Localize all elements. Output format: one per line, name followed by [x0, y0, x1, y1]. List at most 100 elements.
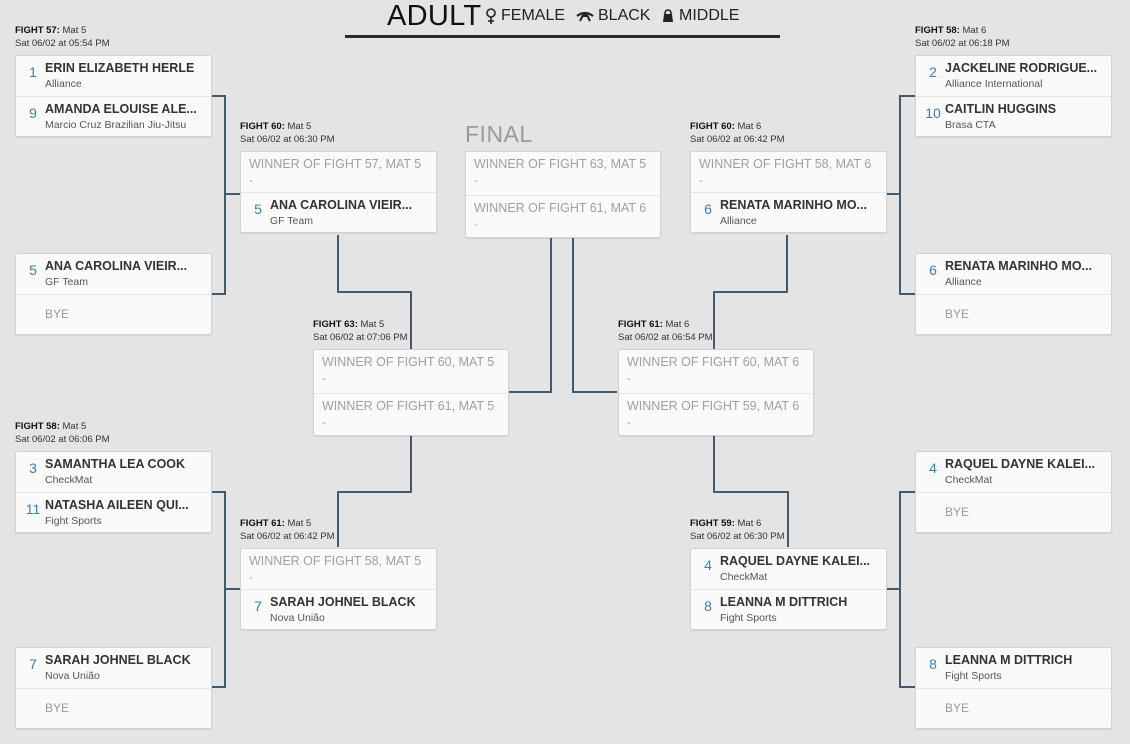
match-box-bye-raquel[interactable]: 4 RAQUEL DAYNE KALEI... CheckMat BYE	[915, 451, 1112, 533]
seed-number: 4	[929, 460, 937, 476]
competitor-slot[interactable]: 7 SARAH JOHNEL BLACK Nova União	[241, 589, 436, 629]
pending-dash: -	[322, 373, 326, 385]
competitor-name[interactable]: ANA CAROLINA VIEIR...	[45, 259, 188, 273]
team-name: GF Team	[45, 276, 88, 288]
competitor-slot[interactable]: 5 ANA CAROLINA VIEIR... GF Team	[16, 254, 211, 294]
competitor-slot[interactable]: 8 LEANNA M DITTRICH Fight Sports	[691, 589, 886, 629]
seed-number: 3	[29, 460, 37, 476]
match-box-bye-renata[interactable]: 6 RENATA MARINHO MO... Alliance BYE	[915, 253, 1112, 335]
competitor-name[interactable]: LEANNA M DITTRICH	[720, 595, 848, 609]
weight-label: MIDDLE	[679, 7, 740, 24]
fight-label-61-mat6: FIGHT 61: Mat 6 Sat 06/02 at 06:54 PM	[618, 319, 713, 343]
competitor-name[interactable]: RENATA MARINHO MO...	[945, 259, 1092, 273]
match-box-fight-58-mat6[interactable]: 2 JACKELINE RODRIGUE... Alliance Interna…	[915, 55, 1112, 137]
competitor-slot[interactable]: 9 AMANDA ELOUISE ALE... Marcio Cruz Braz…	[16, 96, 211, 136]
female-icon	[486, 7, 496, 24]
competitor-slot[interactable]: 5 ANA CAROLINA VIEIR... GF Team	[241, 192, 436, 232]
team-name: Alliance International	[945, 78, 1043, 90]
competitor-slot[interactable]: 6 RENATA MARINHO MO... Alliance	[691, 192, 886, 232]
team-name: Alliance	[45, 78, 82, 90]
bye-slot: BYE	[916, 492, 1111, 532]
competitor-name[interactable]: RAQUEL DAYNE KALEI...	[720, 554, 871, 568]
pending-slot: WINNER OF FIGHT 57, MAT 5 -	[241, 152, 436, 192]
seed-number: 5	[254, 201, 262, 217]
competitor-slot[interactable]: 10 CAITLIN HUGGINS Brasa CTA	[916, 96, 1111, 136]
seed-number: 8	[929, 656, 937, 672]
competitor-slot[interactable]: 4 RAQUEL DAYNE KALEI... CheckMat	[916, 452, 1111, 492]
team-name: Fight Sports	[45, 515, 102, 527]
seed-number: 4	[704, 557, 712, 573]
competitor-name[interactable]: LEANNA M DITTRICH	[945, 653, 1073, 667]
competitor-slot[interactable]: 7 SARAH JOHNEL BLACK Nova União	[16, 648, 211, 688]
team-name: CheckMat	[720, 571, 768, 583]
match-box-bye-ana[interactable]: 5 ANA CAROLINA VIEIR... GF Team BYE	[15, 253, 212, 335]
pending-dash: -	[249, 572, 253, 584]
competitor-slot[interactable]: 3 SAMANTHA LEA COOK CheckMat	[16, 452, 211, 492]
gender-label: FEMALE	[501, 7, 566, 24]
seed-number: 7	[254, 598, 262, 614]
match-box-final[interactable]: WINNER OF FIGHT 63, MAT 5 - WINNER OF FI…	[465, 151, 661, 238]
team-name: GF Team	[270, 215, 313, 227]
competitor-slot[interactable]: 2 JACKELINE RODRIGUE... Alliance Interna…	[916, 56, 1111, 96]
competitor-name[interactable]: ERIN ELIZABETH HERLE	[45, 61, 195, 75]
winner-placeholder: WINNER OF FIGHT 60, MAT 5	[322, 355, 495, 369]
winner-placeholder: WINNER OF FIGHT 59, MAT 6	[627, 399, 800, 413]
seed-number: 7	[29, 656, 37, 672]
competitor-name[interactable]: NATASHA AILEEN QUI...	[45, 498, 189, 512]
seed-number: 2	[929, 64, 937, 80]
pending-slot: WINNER OF FIGHT 60, MAT 5 -	[314, 350, 508, 393]
pending-dash: -	[474, 219, 478, 231]
winner-placeholder: WINNER OF FIGHT 61, MAT 6	[474, 201, 647, 215]
pending-slot: WINNER OF FIGHT 58, MAT 5 -	[241, 549, 436, 589]
team-name: Alliance	[945, 276, 982, 288]
bye-slot: BYE	[16, 688, 211, 728]
pending-slot: WINNER OF FIGHT 61, MAT 6 -	[466, 195, 660, 237]
match-box-fight-63-mat5[interactable]: WINNER OF FIGHT 60, MAT 5 - WINNER OF FI…	[313, 349, 509, 436]
competitor-name[interactable]: AMANDA ELOUISE ALE...	[45, 102, 197, 116]
seed-number: 6	[929, 262, 937, 278]
bye-slot: BYE	[916, 688, 1111, 728]
bye-label: BYE	[45, 701, 70, 715]
seed-number: 8	[704, 598, 712, 614]
seed-number: 1	[29, 64, 37, 80]
fight-label-58-mat6: FIGHT 58: Mat 6 Sat 06/02 at 06:18 PM	[915, 25, 1010, 49]
bye-label: BYE	[945, 701, 970, 715]
competitor-slot[interactable]: 11 NATASHA AILEEN QUI... Fight Sports	[16, 492, 211, 532]
match-box-fight-59-mat6[interactable]: 4 RAQUEL DAYNE KALEI... CheckMat 8 LEANN…	[690, 548, 887, 630]
match-box-fight-58-mat5[interactable]: 3 SAMANTHA LEA COOK CheckMat 11 NATASHA …	[15, 451, 212, 533]
weight-icon	[663, 9, 673, 22]
competitor-slot[interactable]: 1 ERIN ELIZABETH HERLE Alliance	[16, 56, 211, 96]
team-name: Nova União	[270, 612, 325, 624]
match-box-fight-61-mat6[interactable]: WINNER OF FIGHT 60, MAT 6 - WINNER OF FI…	[618, 349, 814, 436]
competitor-slot[interactable]: 6 RENATA MARINHO MO... Alliance	[916, 254, 1111, 294]
competitor-slot[interactable]: 4 RAQUEL DAYNE KALEI... CheckMat	[691, 549, 886, 589]
pending-dash: -	[249, 175, 253, 187]
bye-slot: BYE	[916, 294, 1111, 334]
match-box-fight-60-mat5[interactable]: WINNER OF FIGHT 57, MAT 5 - 5 ANA CAROLI…	[240, 151, 437, 233]
competitor-name[interactable]: SAMANTHA LEA COOK	[45, 457, 186, 471]
belt-filter: BLACK	[576, 6, 650, 26]
seed-number: 6	[704, 201, 712, 217]
competitor-name[interactable]: JACKELINE RODRIGUE...	[945, 61, 1098, 75]
competitor-name[interactable]: SARAH JOHNEL BLACK	[45, 653, 191, 667]
match-box-fight-57-mat5[interactable]: 1 ERIN ELIZABETH HERLE Alliance 9 AMANDA…	[15, 55, 212, 137]
bye-slot: BYE	[16, 294, 211, 334]
team-name: Fight Sports	[945, 670, 1002, 682]
match-box-bye-leanna[interactable]: 8 LEANNA M DITTRICH Fight Sports BYE	[915, 647, 1112, 729]
competitor-name[interactable]: RENATA MARINHO MO...	[720, 198, 867, 212]
team-name: Alliance	[720, 215, 757, 227]
competitor-name[interactable]: ANA CAROLINA VIEIR...	[270, 198, 413, 212]
seed-number: 11	[25, 501, 41, 517]
competitor-name[interactable]: SARAH JOHNEL BLACK	[270, 595, 416, 609]
fight-label-63-mat5: FIGHT 63: Mat 5 Sat 06/02 at 07:06 PM	[313, 319, 408, 343]
competitor-slot[interactable]: 8 LEANNA M DITTRICH Fight Sports	[916, 648, 1111, 688]
competitor-name[interactable]: CAITLIN HUGGINS	[945, 102, 1057, 116]
final-heading: FINAL	[465, 121, 533, 147]
belt-label: BLACK	[598, 7, 651, 24]
pending-dash: -	[474, 175, 478, 187]
competitor-name[interactable]: RAQUEL DAYNE KALEI...	[945, 457, 1096, 471]
match-box-bye-sarah[interactable]: 7 SARAH JOHNEL BLACK Nova União BYE	[15, 647, 212, 729]
match-box-fight-60-mat6[interactable]: WINNER OF FIGHT 58, MAT 6 - 6 RENATA MAR…	[690, 151, 887, 233]
pending-slot: WINNER OF FIGHT 58, MAT 6 -	[691, 152, 886, 192]
match-box-fight-61-mat5[interactable]: WINNER OF FIGHT 58, MAT 5 - 7 SARAH JOHN…	[240, 548, 437, 630]
